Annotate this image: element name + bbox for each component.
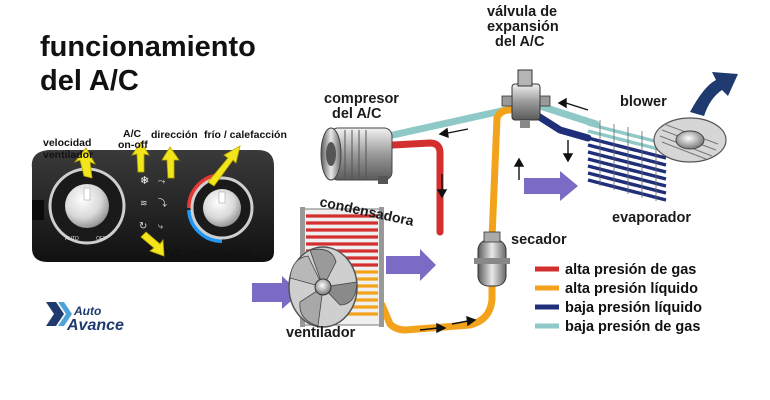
line-low-liquid (534, 112, 592, 142)
label-ac-1: A/C (123, 128, 142, 140)
legend-label-high-gas: alta presión de gas (565, 262, 696, 278)
callout-arrow-direccion (161, 146, 180, 179)
defrost-icon[interactable]: ≋ (140, 199, 148, 209)
logo-line-2: Avance (66, 317, 124, 334)
label-secador: secador (511, 232, 567, 248)
airflow-arrow-ventilador (252, 276, 300, 309)
label-valvula-2: expansión (487, 19, 559, 35)
label-valvula-3: del A/C (495, 34, 545, 50)
airflow-arrow-evaporador (524, 171, 578, 201)
label-compresor-2: del A/C (332, 106, 382, 122)
fan-speed-knob[interactable] (65, 184, 109, 228)
blower-fan (653, 117, 727, 163)
auto-label: AUTO (65, 236, 79, 242)
line-high-gas (389, 139, 444, 236)
snowflake-icon[interactable]: ❄ (140, 174, 149, 187)
callout-arrows (73, 141, 241, 257)
label-velocidad-2: ventilador (43, 149, 93, 161)
label-velocidad-1: velocidad (43, 137, 91, 149)
condenser-fan (288, 246, 358, 328)
line-high-liquid-up (488, 106, 514, 242)
label-blower: blower (620, 94, 667, 110)
flow-arrows (419, 97, 589, 334)
vent-mixed-icon[interactable]: ⤷ (158, 222, 164, 232)
label-ac-2: on-off (118, 139, 148, 151)
recirculation-icon[interactable]: ↻ (139, 221, 147, 232)
callout-arrow-frio (207, 145, 241, 187)
callout-arrow-recirculacion (140, 231, 165, 257)
logo-line-1: Auto (73, 304, 101, 318)
label-direccion: dirección (151, 129, 198, 141)
label-valvula-1: válvula de (487, 4, 557, 20)
legend-label-low-liquid: baja presión líquido (565, 300, 702, 316)
legend: alta presión de gas alta presión líquido… (535, 262, 702, 335)
label-frio: frío / calefacción (204, 129, 287, 141)
line-low-gas-evap (536, 102, 600, 128)
title-line-1: funcionamiento (40, 31, 256, 63)
vent-feet-icon[interactable]: ⤵ (158, 198, 167, 209)
label-compresor-1: compresor (324, 91, 399, 107)
vent-face-icon[interactable]: ⤳ (158, 177, 165, 187)
callout-arrow-velocidad (73, 147, 96, 179)
legend-label-low-gas: baja presión de gas (565, 319, 700, 335)
title-line-2: del A/C (40, 65, 139, 97)
line-high-liquid-bottom (378, 278, 496, 334)
label-ventilador: ventilador (286, 325, 356, 341)
evaporator (587, 120, 667, 202)
temperature-knob[interactable] (203, 189, 241, 227)
callout-arrow-ac (131, 141, 150, 173)
compressor (320, 127, 393, 184)
expansion-valve (501, 69, 551, 128)
legend-label-high-liquid: alta presión líquido (565, 281, 698, 297)
auto-avance-logo: Auto Avance (46, 302, 124, 334)
receiver-dryer (474, 231, 510, 287)
mode-buttons: ❄ ⤳ ≋ ⤵ ↻ ⤷ (139, 174, 167, 232)
off-label: OFF (96, 236, 106, 242)
label-recirculacion: A/C recirculación (165, 247, 251, 259)
label-evaporador: evaporador (612, 210, 691, 226)
blower-airflow-arrow (690, 72, 738, 116)
airflow-arrow-condensadora (386, 249, 436, 281)
